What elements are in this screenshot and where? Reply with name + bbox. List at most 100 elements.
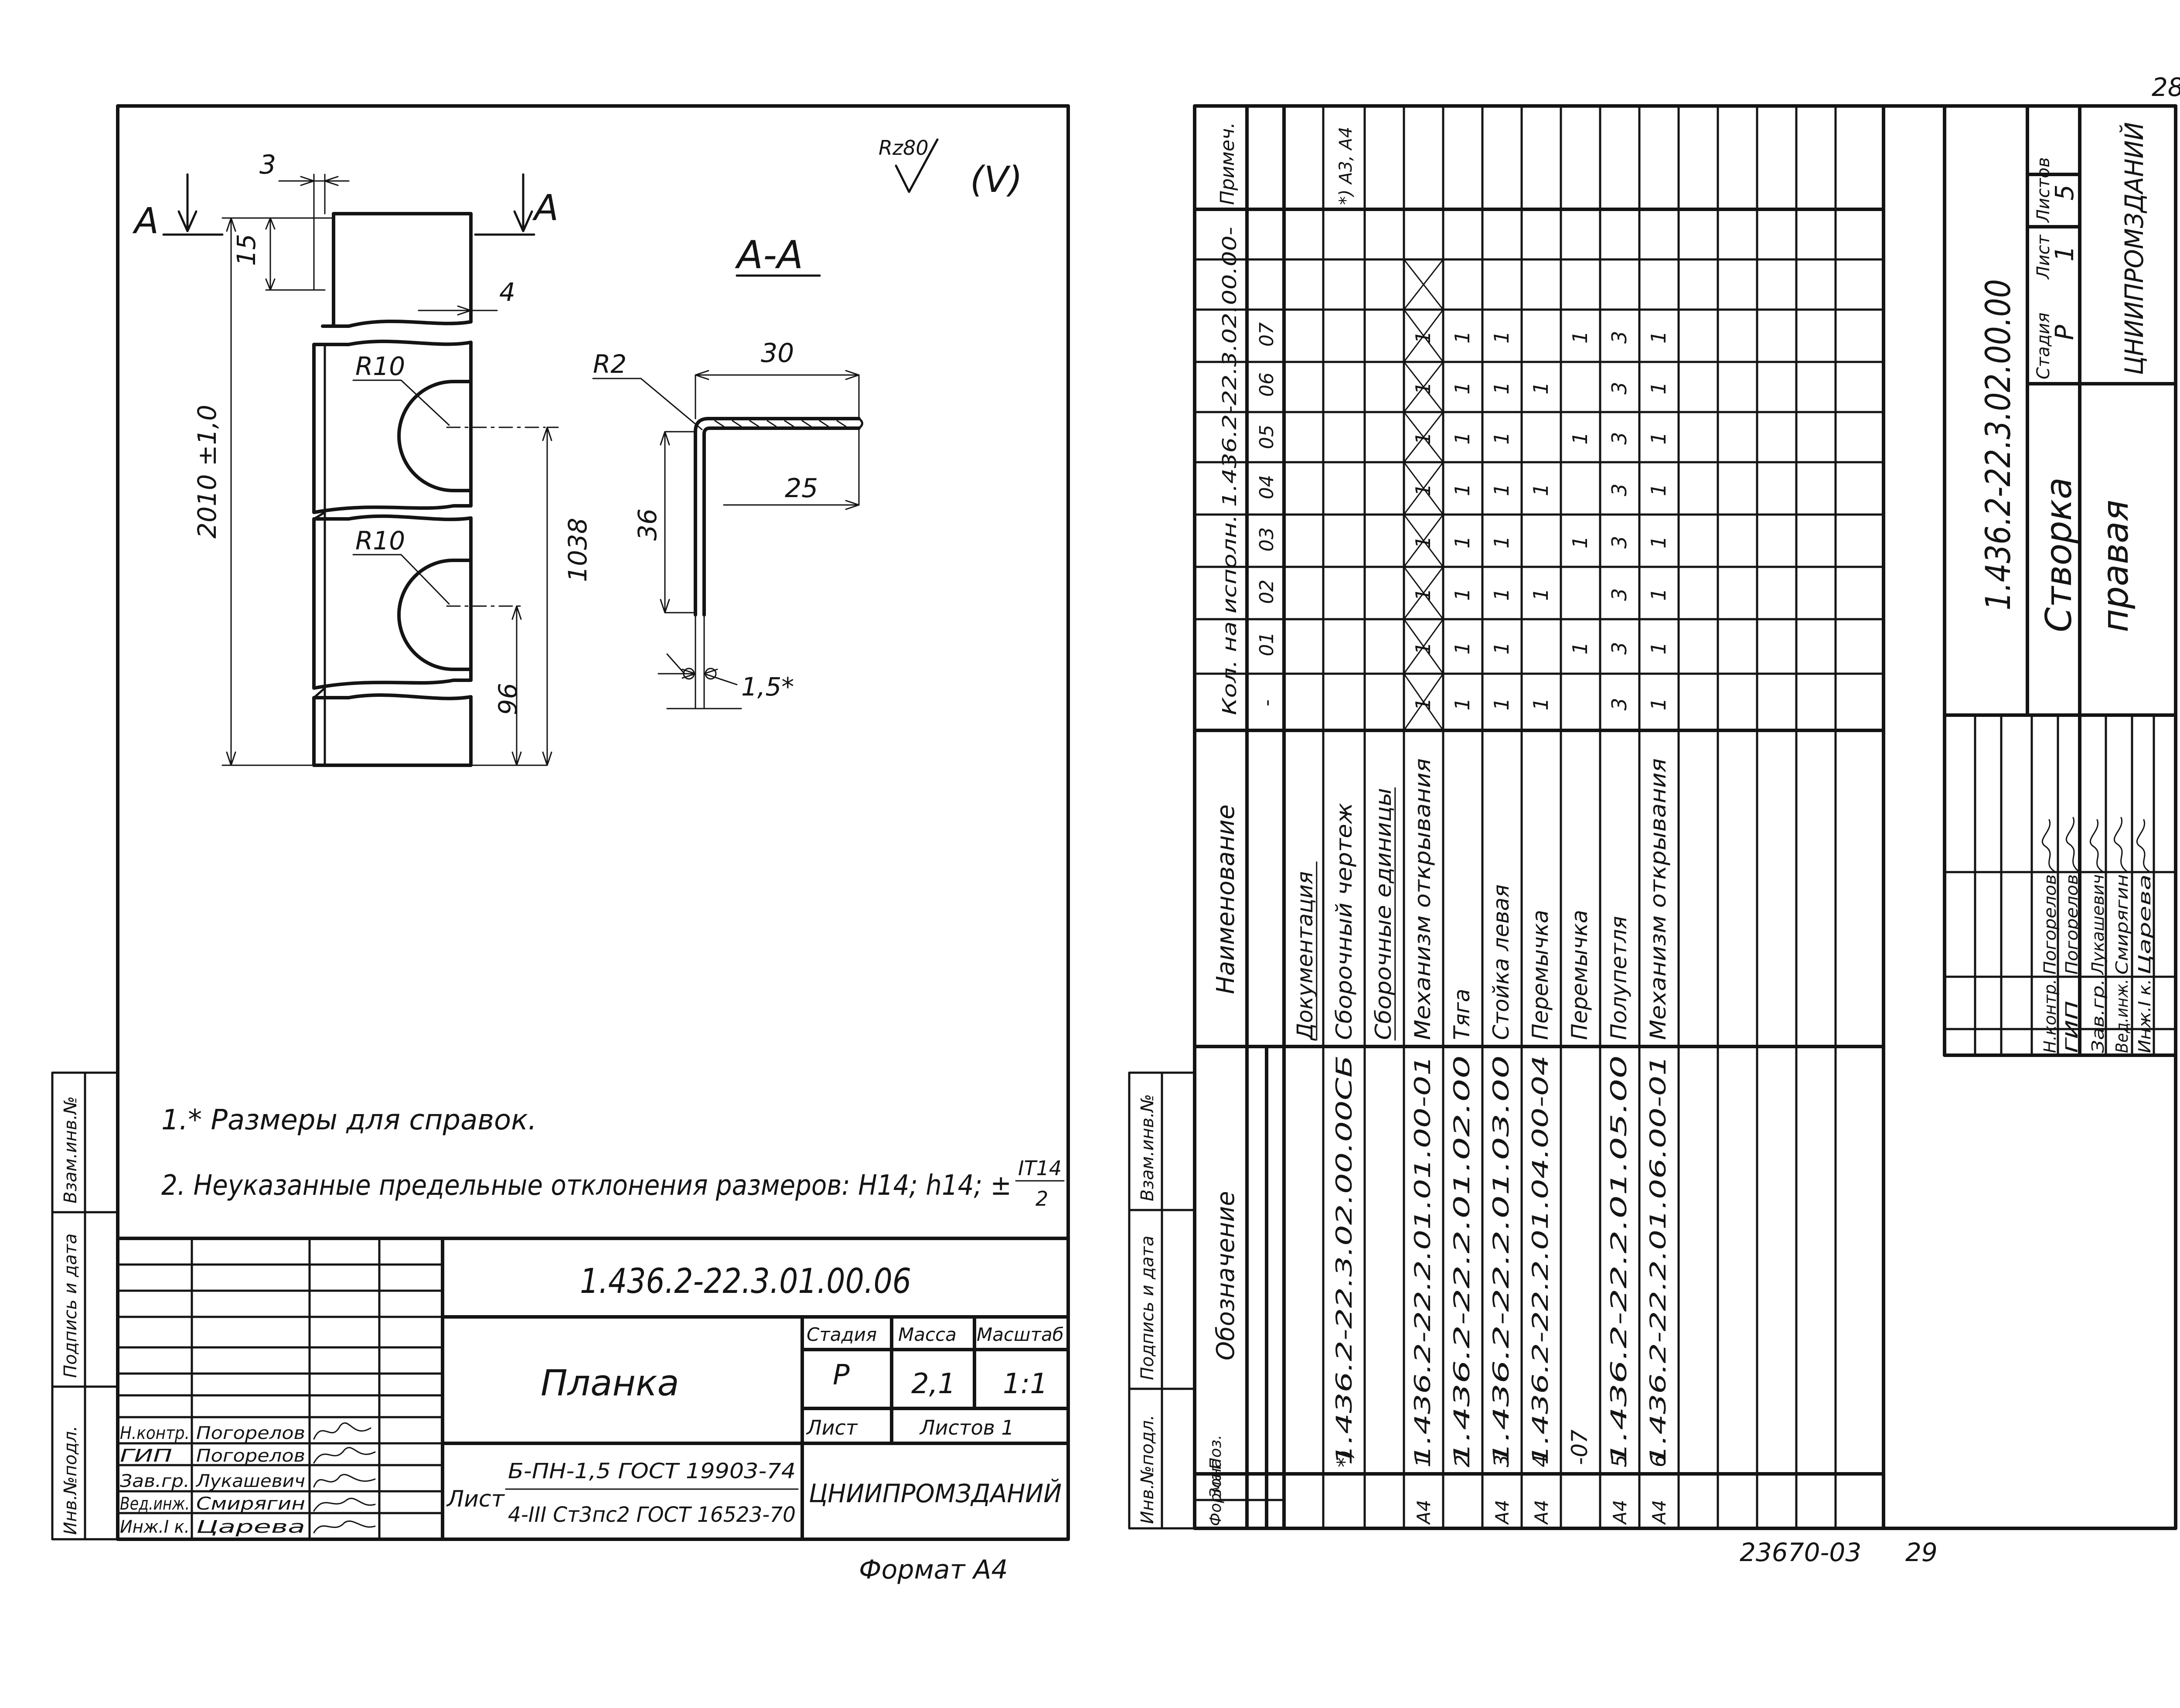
spec-row-qty: 3: [1608, 698, 1631, 710]
spec-row-name: Сборочные единицы: [1371, 788, 1396, 1040]
right-title-name-1: Створка: [2038, 477, 2080, 632]
spec-row-qty: 3: [1608, 382, 1631, 394]
spec-row-name: Полупетля: [1606, 916, 1632, 1040]
spec-row-name: Стойка левая: [1489, 884, 1514, 1040]
right-title-code: 1.436.2-22.3.02.00.00: [1979, 279, 2018, 610]
dim-25: 25: [785, 473, 818, 504]
section-mark-right: A: [532, 188, 559, 229]
roughness-label: Rz80: [879, 136, 929, 160]
spec-row-qty: 1: [1451, 588, 1474, 601]
dim-r10-bottom: R10: [355, 526, 405, 556]
spec-row-format: А4: [1649, 1500, 1670, 1525]
right-stage-value: Р: [2050, 325, 2079, 340]
spec-row-qty: 1: [1490, 432, 1513, 444]
spec-variant-3: 03: [1256, 527, 1278, 552]
left-sheet-frame: [116, 104, 1070, 1541]
right-signature-5: [2136, 819, 2151, 873]
right-sheet: Инв.№подл. Подпись и дата Взам.инв.№ Фор…: [1128, 104, 2177, 1530]
dim-96: 96: [493, 683, 523, 715]
dim-30: 30: [761, 338, 794, 368]
left-person-role-2: ГИП: [120, 1446, 172, 1466]
spec-row-qty: 3: [1608, 588, 1631, 601]
left-title-block: [116, 1237, 1070, 1541]
spec-rows: Документация*)1.436.2-22.3.02.00.00СБСбо…: [1292, 127, 1671, 1525]
dim-1-5-star: 1,5*: [741, 672, 794, 702]
spec-row-qty: 1: [1451, 484, 1474, 496]
dim-36-lines: [660, 431, 696, 614]
right-sheet-value: 1: [2050, 245, 2079, 262]
dim-96-lines: [511, 605, 522, 766]
spec-row-designation: 1.436.2-22.2.01.04.00-04: [1528, 1055, 1553, 1465]
spec-header-qty: Кол. на исполн. 1.436.2-22.3.02.00.00-: [1219, 227, 1241, 715]
dim-25-lines: [723, 427, 860, 510]
spec-row-name: Механизм открывания: [1645, 758, 1671, 1040]
spec-row-qty: 3: [1608, 331, 1631, 344]
spec-row-designation: 1.436.2-22.2.01.01.00-01: [1410, 1055, 1435, 1465]
spec-row-qty: 1: [1451, 331, 1474, 344]
spec-row-note: *) А3, А4: [1336, 127, 1356, 205]
right-person-name-4: Смирягин: [2112, 874, 2132, 975]
right-person-role-2: ГИП: [2062, 1001, 2081, 1053]
left-side-strip: [51, 1071, 119, 1541]
dim-1-5-lines: [657, 614, 742, 709]
spec-row-format: А4: [1492, 1500, 1513, 1525]
left-person-name-4: Смирягин: [196, 1494, 305, 1514]
bottom-code: 23670-03: [1740, 1538, 1861, 1567]
spec-row-qty: 1: [1647, 382, 1670, 394]
right-title-name-2: правая: [2095, 500, 2136, 632]
note-2: 2. Неуказанные предельные отклонения раз…: [161, 1169, 1012, 1202]
page-number: 28: [2152, 72, 2180, 102]
left-title-code: 1.436.2-22.3.01.00.06: [580, 1262, 911, 1301]
right-person-name-3: Лукашевич: [2088, 874, 2108, 975]
dim-3-lines: [278, 174, 350, 291]
dim-36: 36: [633, 508, 662, 541]
left-person-name-1: Погорелов: [196, 1423, 305, 1443]
spec-row-name: Механизм открывания: [1410, 758, 1435, 1040]
spec-variant-1: 01: [1256, 632, 1278, 656]
spec-row-name: Тяга: [1449, 989, 1475, 1040]
spec-header-zone: Зона: [1207, 1458, 1225, 1498]
left-mass-value: 2,1: [911, 1368, 956, 1400]
spec-row-qty: 3: [1608, 432, 1631, 444]
bottom-page: 29: [1905, 1538, 1938, 1567]
left-stage-value: Р: [833, 1359, 850, 1391]
spec-row-qty: 3: [1608, 484, 1631, 496]
roughness-note: (V): [970, 159, 1022, 201]
right-signature-1: [2041, 819, 2057, 873]
spec-row-qty: 1: [1451, 698, 1474, 710]
spec-row-designation: -07: [1567, 1429, 1592, 1465]
dim-r2-leader: [592, 378, 703, 430]
spec-row-qty: 1: [1647, 642, 1670, 655]
right-person-role-5: Инж.I к.: [2135, 979, 2154, 1053]
right-side-label-inv: Инв.№подл.: [1138, 1415, 1158, 1524]
dim-1038: 1038: [563, 518, 593, 582]
dim-r2: R2: [593, 349, 627, 379]
right-person-role-3: Зав.гр.: [2088, 979, 2108, 1053]
spec-row-name: Перемычка: [1567, 910, 1592, 1040]
spec-row-qty: 1: [1529, 588, 1553, 601]
spec-header-pos: Поз.: [1207, 1435, 1225, 1469]
dim-r10-top-leader: [352, 379, 450, 426]
dim-2010: 2010 ±1,0: [192, 405, 222, 539]
spec-row-qty: 1: [1568, 331, 1592, 344]
right-side-label-replace: Взам.инв.№: [1138, 1094, 1158, 1201]
spec-row-position: 6: [1647, 1455, 1670, 1467]
dim-30-lines: [695, 370, 860, 419]
section-title: A-A: [735, 232, 803, 277]
left-signature-3: [313, 1474, 376, 1488]
spec-row-qty: 1: [1490, 642, 1513, 655]
spec-row-position: 1: [1411, 1455, 1435, 1467]
spec-row-designation: 1.436.2-22.3.02.00.00СБ: [1332, 1055, 1357, 1465]
spec-row-qty: 1: [1490, 484, 1513, 496]
right-signature-2: [2065, 817, 2081, 873]
dim-1038-lines: [470, 426, 559, 766]
section-arrow-right: [474, 173, 535, 236]
spec-table-grid: [1193, 104, 1885, 1530]
right-person-name-2: Погорелов: [2062, 874, 2081, 975]
dim-4-lines: [418, 305, 498, 316]
left-material-label: Лист: [446, 1486, 505, 1512]
left-person-role-5: Инж.I к.: [120, 1517, 190, 1537]
spec-row-qty: 1: [1647, 536, 1670, 549]
spec-row-qty: 1: [1451, 432, 1474, 444]
